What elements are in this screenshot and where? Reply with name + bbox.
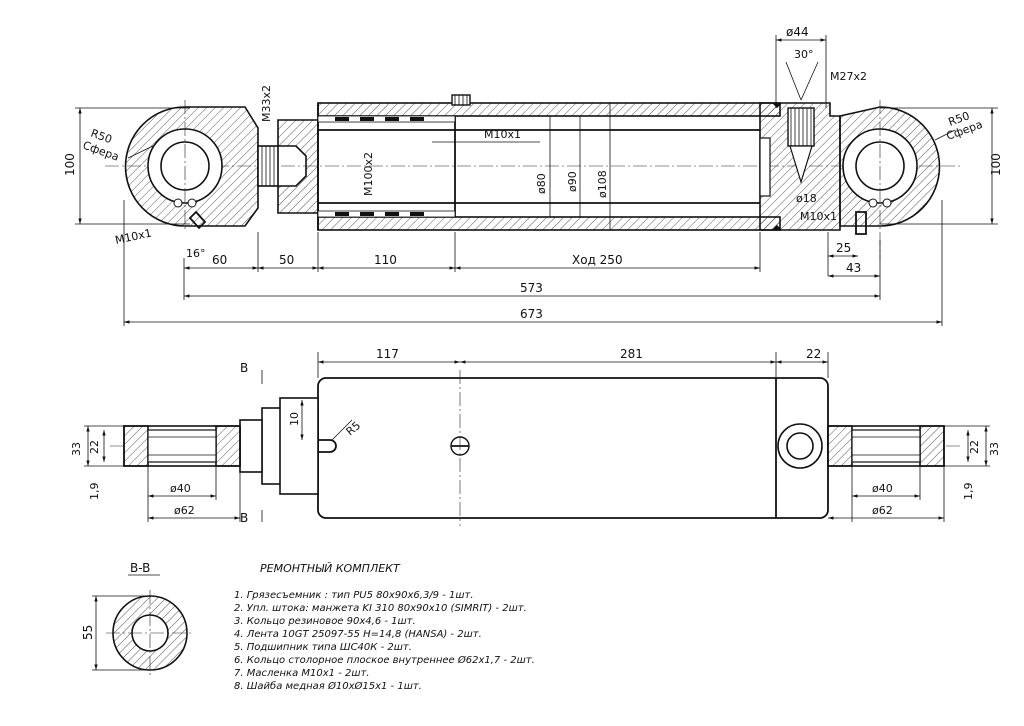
section-mark-b-top: B xyxy=(240,361,248,375)
dim-stroke-250: Ход 250 xyxy=(572,253,623,267)
dim-angle-16: 16° xyxy=(186,247,206,260)
dim-d90: ø90 xyxy=(566,171,579,192)
repair-kit-item: 3. Кольцо резиновое 90x4,6 - 1шт. xyxy=(234,616,416,627)
dim-height-33-left: 33 xyxy=(70,442,83,456)
dim-height-22-left: 22 xyxy=(88,440,101,454)
repair-kit-item: 8. Шайба медная Ø10xØ15x1 - 1шт. xyxy=(234,680,422,692)
dim-height-33-right: 33 xyxy=(988,442,1001,456)
left-eye xyxy=(124,100,259,232)
dim-d44: ø44 xyxy=(786,25,809,39)
dim-length-281: 281 xyxy=(620,347,643,361)
dim-length-673: 673 xyxy=(520,307,543,321)
section-label: B-B xyxy=(130,561,150,575)
dim-height-100-left: 100 xyxy=(63,153,77,176)
dim-length-50: 50 xyxy=(279,253,294,267)
top-view-dimensions xyxy=(75,38,998,326)
repair-kit-item: 5. Подшипник типа ШС40К - 2шт. xyxy=(234,642,412,653)
left-thread-stub xyxy=(257,119,319,214)
dim-d80: ø80 xyxy=(535,173,548,194)
dim-d62-left: ø62 xyxy=(174,504,195,517)
repair-kit-item: 2. Упл. штока: манжета KI 310 80x90x10 (… xyxy=(234,603,527,614)
dim-length-117: 117 xyxy=(376,347,399,361)
dim-d18: ø18 xyxy=(796,192,817,205)
dim-length-22: 22 xyxy=(806,347,821,361)
dim-m27x2: M27x2 xyxy=(830,70,867,83)
dim-thickness-1-9-right: 1,9 xyxy=(962,483,975,501)
repair-kit-item: 4. Лента 10GT 25097-55 H=14,8 (HANSA) - … xyxy=(234,629,482,640)
section-b-b: B-B 55 xyxy=(81,561,194,676)
cylinder-barrel xyxy=(317,94,781,231)
dim-d108: ø108 xyxy=(596,170,609,198)
right-eye xyxy=(839,100,941,260)
side-view: 117 281 22 B B R5 10 33 22 33 22 1,9 1,9… xyxy=(70,347,1001,526)
dim-length-43: 43 xyxy=(846,261,861,275)
dim-thickness-1-9-left: 1,9 xyxy=(88,483,101,501)
dim-d62-right: ø62 xyxy=(872,504,893,517)
repair-kit-item: 1. Грязесъемник : тип PU5 80x90x6,3/9 - … xyxy=(234,590,474,601)
right-end-cap xyxy=(759,35,841,231)
dim-length-110: 110 xyxy=(374,253,397,267)
dim-d40-right: ø40 xyxy=(872,482,893,495)
dim-angle-30: 30° xyxy=(794,48,814,61)
dim-m33x2: M33x2 xyxy=(260,85,273,122)
dim-height-22-right: 22 xyxy=(968,440,981,454)
dim-m10x1-right: M10x1 xyxy=(800,210,837,223)
dim-width-10: 10 xyxy=(288,412,301,426)
dim-height-100-right: 100 xyxy=(989,153,1003,176)
dim-m10x1-top: M10x1 xyxy=(484,128,521,141)
dim-length-573: 573 xyxy=(520,281,543,295)
repair-kit-notes: РЕМОНТНЫЙ КОМПЛЕКТ 1. Грязесъемник : тип… xyxy=(234,562,535,692)
repair-kit-title: РЕМОНТНЫЙ КОМПЛЕКТ xyxy=(260,562,401,575)
dim-height-55: 55 xyxy=(81,625,95,640)
dim-m100x2: M100x2 xyxy=(362,152,375,196)
repair-kit-item: 7. Масленка М10х1 - 2шт. xyxy=(234,668,370,679)
section-mark-b-bottom: B xyxy=(240,511,248,525)
dim-length-60: 60 xyxy=(212,253,227,267)
dim-m10x1-left: M10x1 xyxy=(114,227,153,247)
repair-kit-item: 6. Кольцо столорное плоское внутреннее Ø… xyxy=(234,654,535,666)
dim-length-25: 25 xyxy=(836,241,851,255)
top-view: ø44 30° M27x2 M33x2 R50 Сфера R50 Сфера … xyxy=(63,25,1003,326)
dim-d40-left: ø40 xyxy=(170,482,191,495)
